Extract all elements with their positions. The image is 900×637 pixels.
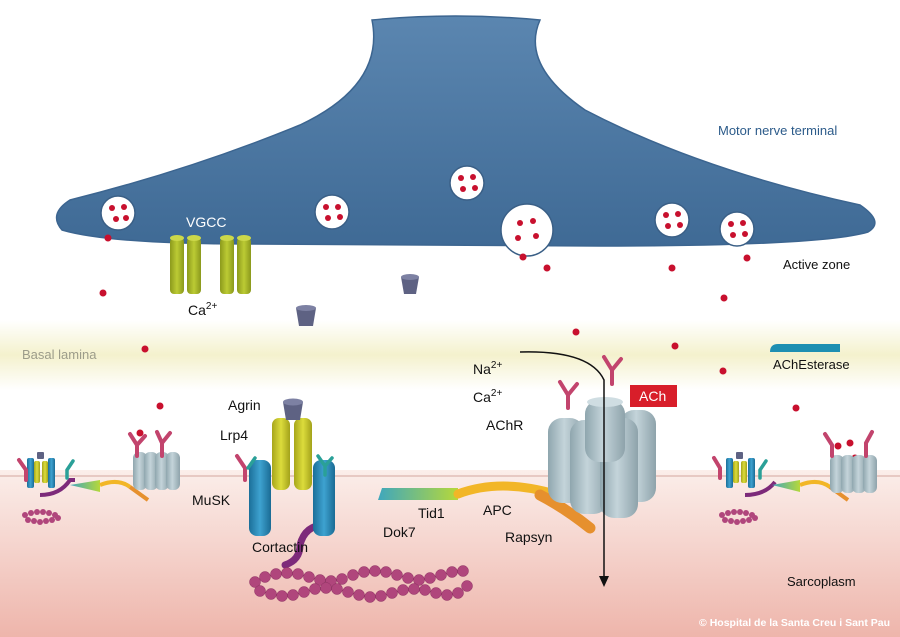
label-apc: APC — [483, 502, 512, 518]
basal-lamina-band — [0, 320, 900, 390]
label-tid1: Tid1 — [418, 505, 445, 521]
label-musk: MuSK — [192, 492, 231, 508]
tid1-shape — [378, 488, 458, 500]
vesicle — [719, 211, 755, 247]
agrin-fragment — [296, 308, 316, 326]
right-receptor-complex — [719, 452, 877, 525]
label-motor-nerve-terminal: Motor nerve terminal — [718, 123, 837, 138]
ach-binding-sites — [17, 355, 874, 482]
lrp4-left — [272, 418, 290, 490]
musk-right — [313, 460, 335, 536]
vesicle — [500, 203, 554, 257]
ion-flow-arrow — [519, 351, 605, 580]
label-achesterase: AChEsterase — [773, 357, 850, 372]
musk-left — [249, 460, 271, 536]
left-receptor-complex — [22, 452, 180, 525]
label-active-zone: Active zone — [783, 257, 850, 272]
vgcc-channels — [170, 235, 251, 294]
agrin-head — [283, 402, 303, 420]
synaptic-vesicles — [100, 165, 755, 257]
motor-nerve-terminal — [55, 15, 876, 247]
label-vgcc: VGCC — [186, 214, 226, 230]
vesicle — [100, 195, 136, 231]
achesterase-icon — [770, 344, 840, 352]
label-cortactin: Cortactin — [252, 539, 308, 555]
achr-large — [548, 397, 656, 518]
ion-flow-arrowhead — [599, 576, 609, 587]
vesicle — [314, 194, 350, 230]
label-agrin: Agrin — [228, 397, 261, 413]
cortactin-chain — [249, 565, 473, 603]
label-sarcoplasm: Sarcoplasm — [787, 574, 856, 589]
vesicle — [449, 165, 485, 201]
label-na: Na2+ — [473, 360, 502, 377]
label-ca-achr: Ca2+ — [473, 388, 502, 405]
lrp4-right — [294, 418, 312, 490]
teal-binding-arms — [65, 454, 768, 480]
agrin-fragment — [401, 277, 419, 294]
label-ca-vgcc: Ca2+ — [188, 301, 217, 318]
credit-text: © Hospital de la Santa Creu i Sant Pau — [699, 617, 890, 629]
label-lrp4: Lrp4 — [220, 427, 248, 443]
rapsyn-shape — [534, 489, 596, 534]
label-basal-lamina: Basal lamina — [22, 347, 97, 362]
agrin-lrp4-musk-complex — [249, 398, 335, 569]
ach-label-box — [630, 385, 677, 407]
vesicle — [654, 202, 690, 238]
label-ach: ACh — [639, 388, 666, 404]
label-rapsyn: Rapsyn — [505, 529, 552, 545]
label-dok7: Dok7 — [383, 524, 416, 540]
ach-molecules — [99, 234, 859, 462]
label-achr: AChR — [486, 417, 523, 433]
